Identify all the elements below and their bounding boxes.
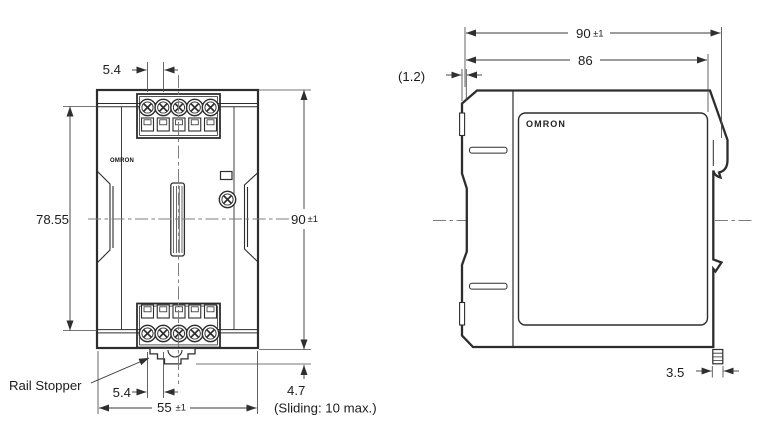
dim-terminal-pitch-top: 5.4 [103,62,121,77]
front-logo: OMRON [110,158,134,164]
side-tab-bottom [459,301,466,326]
dim-overall-width: 55 [157,400,172,415]
dim-overall-depth-tol: ±1 [593,29,604,40]
side-logo: OMRON [526,119,566,129]
sliding-note: (Sliding: 10 max.) [274,401,377,416]
dim-overall-depth: 90 [576,26,591,41]
side-tab-top [459,112,466,137]
dim-overall-width-tol: ±1 [176,403,187,414]
side-dimensions: 90 ±1 86 (1.2) 3.5 [398,26,739,380]
dc-on-indicator [219,170,233,181]
side-vent-slot-top [469,146,508,154]
dim-din-latch: 3.5 [666,365,684,380]
rail-stopper-label: Rail Stopper [9,378,82,393]
side-silhouette [460,89,729,349]
dim-overall-height: 90 [291,212,306,227]
side-body: OMRON [459,89,729,365]
dim-body-depth: 86 [578,53,593,68]
voltage-adjuster-screw [218,190,237,209]
label-panel [517,112,709,326]
side-view: OMRON 90 ±1 86 (1.2) 3.5 [398,26,739,380]
dim-terminal-pitch-bottom: 5.4 [113,385,131,400]
front-dimensions: 5.4 78.55 90 ±1 4.7 (Sliding: 10 max.) 5… [9,62,377,416]
dim-front-lip: (1.2) [398,69,425,84]
dim-mounting-height: 78.55 [36,212,69,227]
side-vent-slot-bottom [469,282,508,290]
front-view: OMRON [95,88,260,365]
dim-rail-stopper-protrusion: 4.7 [287,383,305,398]
dim-overall-height-tol: ±1 [308,214,319,225]
